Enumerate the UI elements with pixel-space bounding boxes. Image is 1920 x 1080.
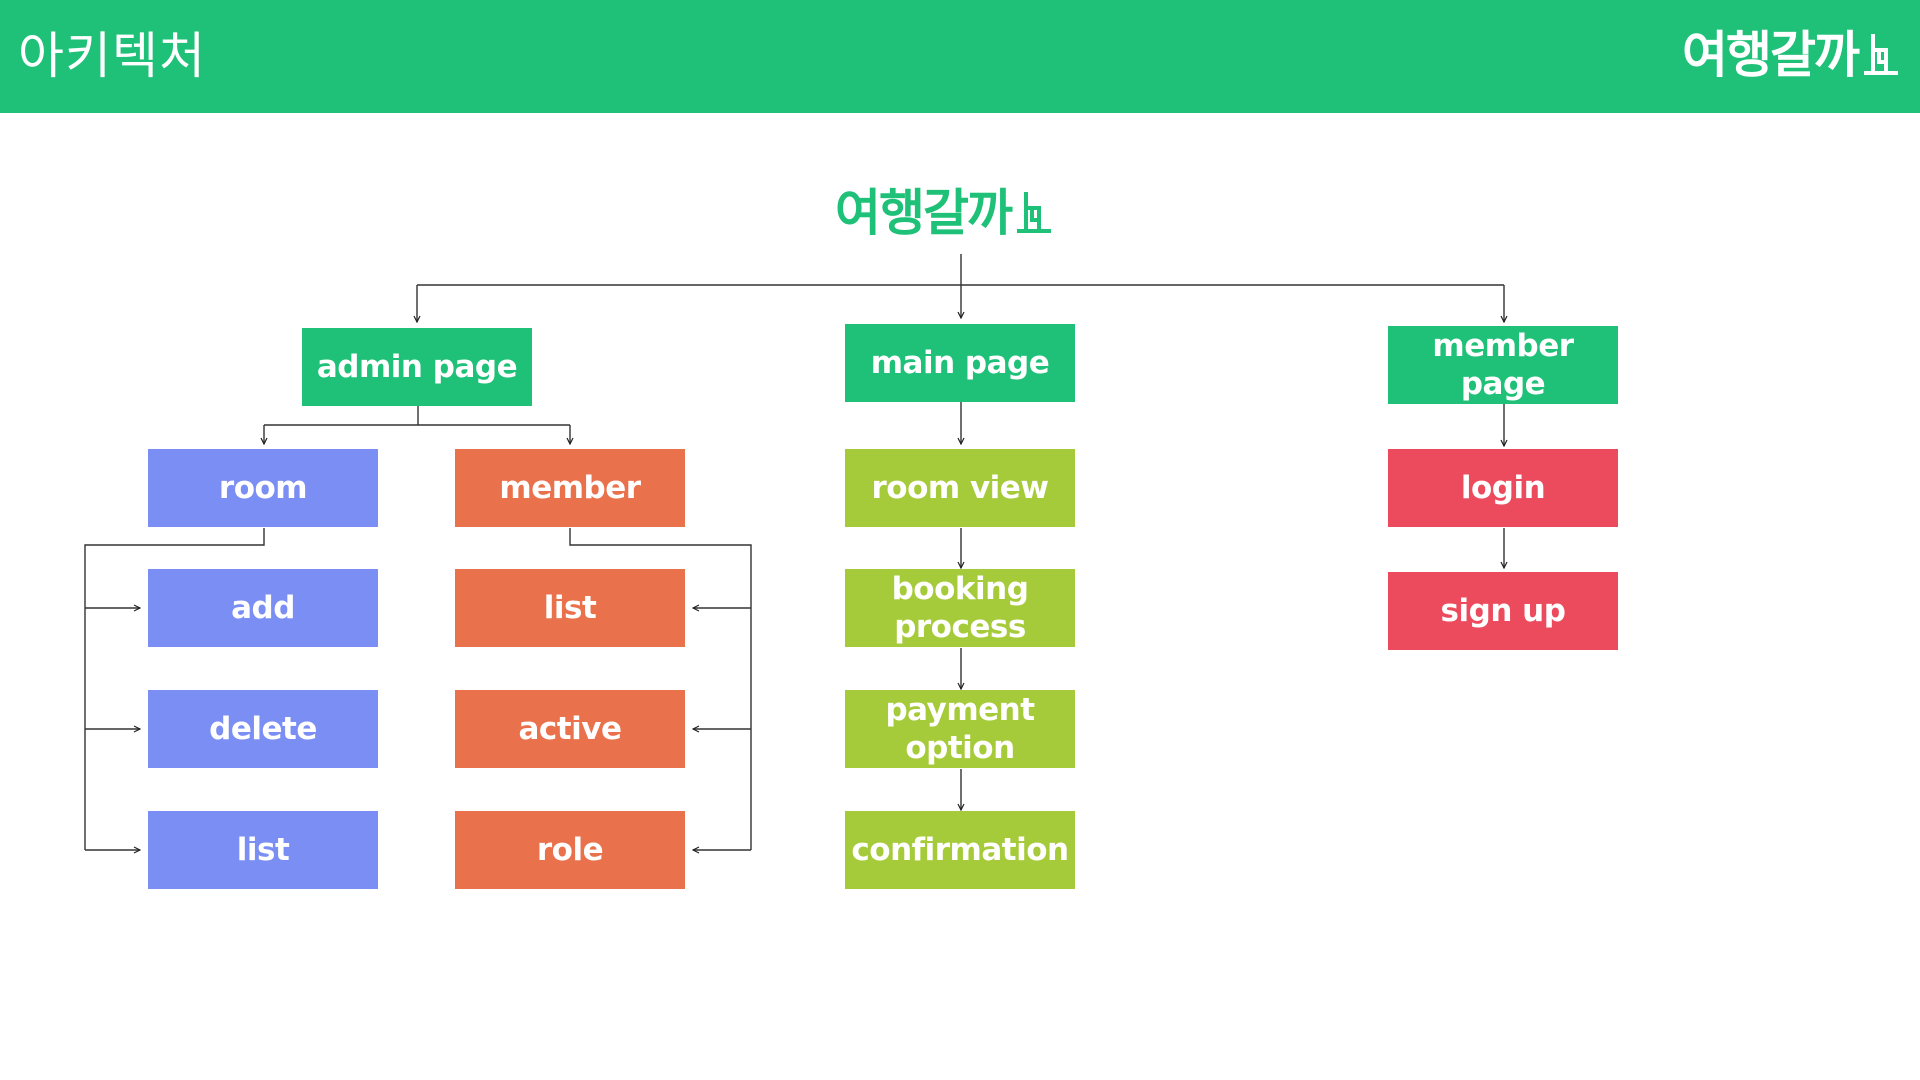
member-list-node: list [455,569,685,647]
member-active-node: active [455,690,685,768]
booking-process-label: booking process [891,571,1029,645]
member-label: member [499,470,641,506]
root-logo-text: 여행갈까 [835,184,1013,242]
room-add-node: add [148,569,378,647]
member-list-label: list [543,590,597,626]
main-page-node: main page [845,324,1075,402]
room-node: room [148,449,378,527]
booking-process-node: booking process [845,569,1075,647]
member-page-label: member page [1432,328,1574,402]
member-page-node: member page [1388,326,1618,404]
room-label: room [218,470,308,506]
member-active-label: active [518,711,622,747]
page-title: 아키텍처 [18,27,206,85]
member-role-label: role [536,832,604,868]
room-view-node: room view [845,449,1075,527]
main-page-label: main page [870,345,1050,381]
admin-page-label: admin page [316,349,518,385]
header-bar: 아키텍처 여행갈까 [0,0,1920,113]
payment-option-node: payment option [845,690,1075,768]
confirmation-label: confirmation [851,832,1069,868]
room-add-label: add [231,590,295,626]
sign-up-label: sign up [1440,593,1566,629]
login-label: login [1460,470,1546,506]
room-view-label: room view [871,470,1049,506]
room-list-label: list [236,832,290,868]
room-delete-node: delete [148,690,378,768]
login-node: login [1388,449,1618,527]
ship-icon [1864,34,1898,75]
brand-logo: 여행갈까 [1682,24,1898,86]
sign-up-node: sign up [1388,572,1618,650]
admin-page-node: admin page [302,328,532,406]
ship-icon [1017,192,1051,233]
root-logo: 여행갈까 [835,182,1075,244]
room-delete-label: delete [209,711,317,747]
brand-logo-text: 여행갈까 [1682,26,1860,84]
member-role-node: role [455,811,685,889]
connector-member-stem [569,528,752,850]
connector-room-stem [84,528,265,850]
confirmation-node: confirmation [845,811,1075,889]
room-list-node: list [148,811,378,889]
member-node: member [455,449,685,527]
payment-option-label: payment option [885,692,1035,766]
